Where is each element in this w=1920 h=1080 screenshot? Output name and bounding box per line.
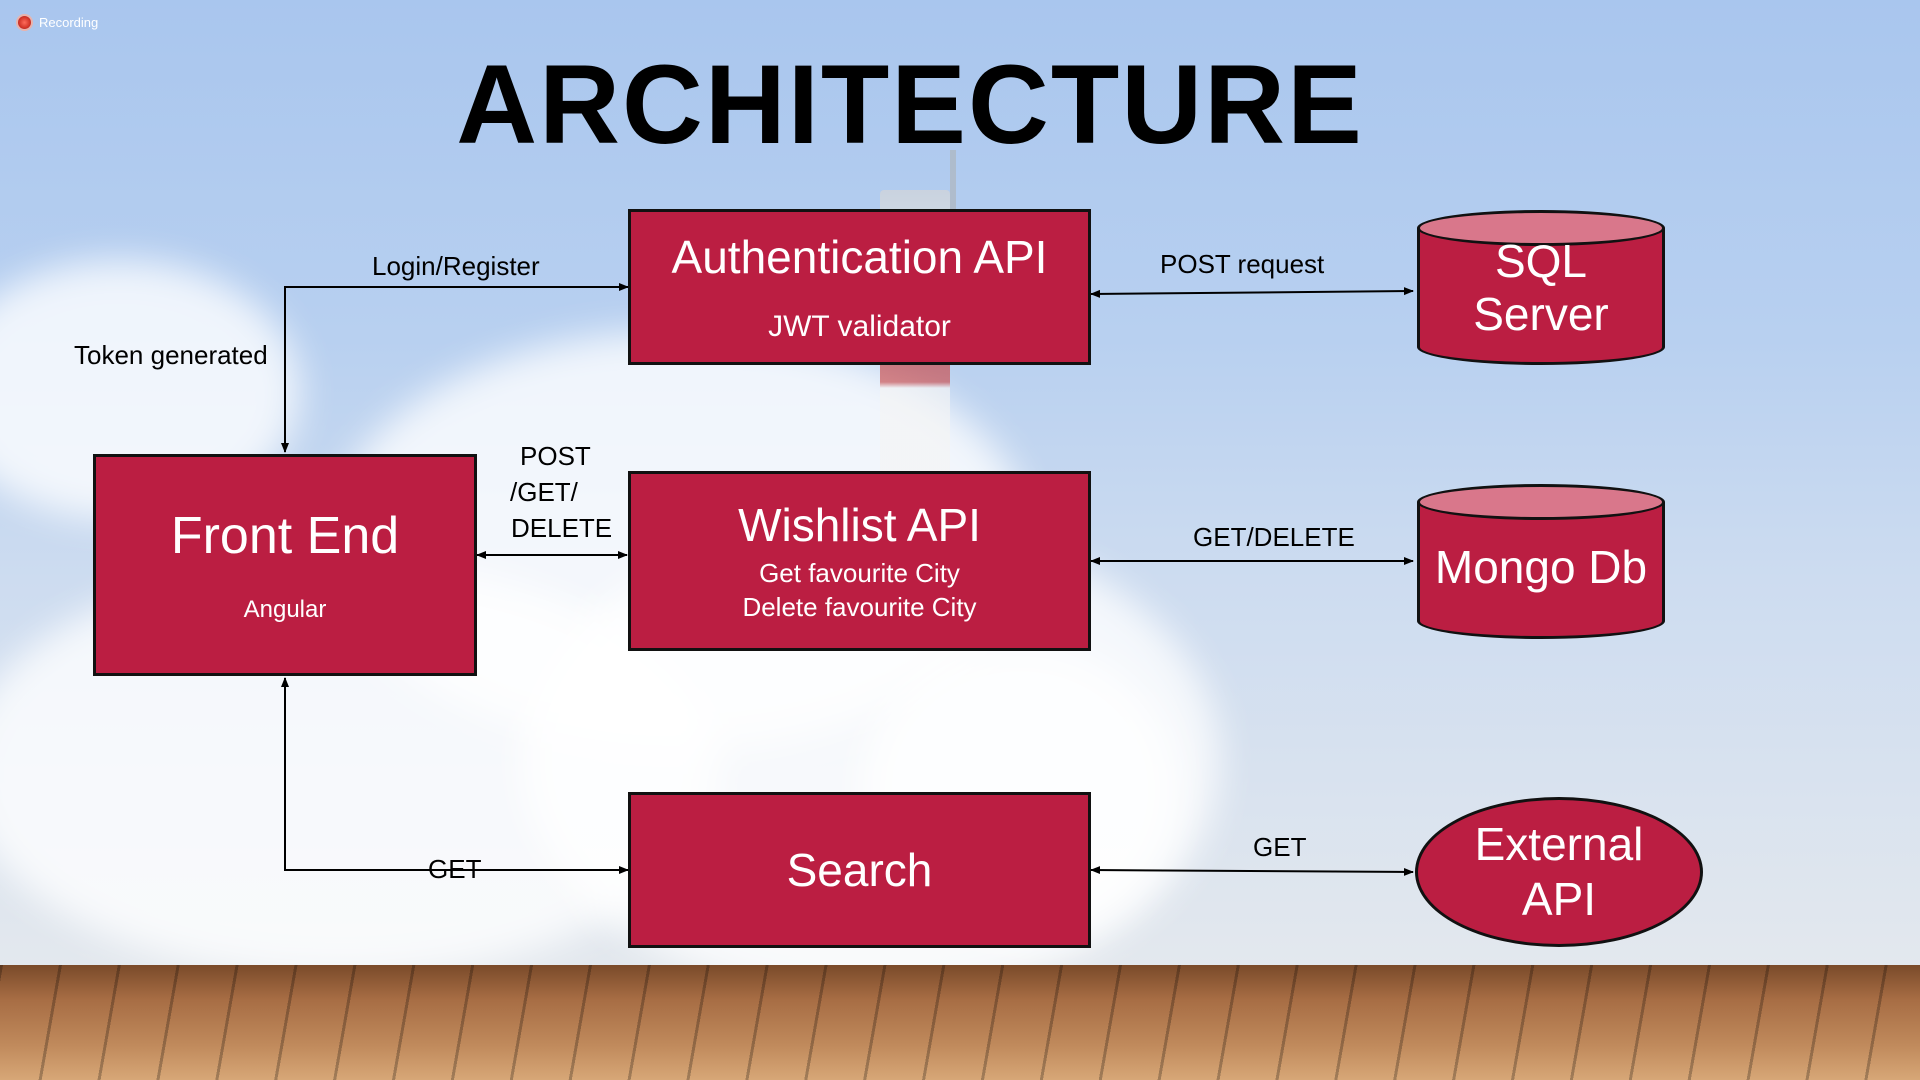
sql-server-line1: SQL [1494,234,1588,287]
sql-server-node: SQL Server [1417,210,1665,365]
get-search-label: GET [428,854,482,884]
sql-server-label: SQL Server [1417,228,1665,347]
delete-label: DELETE [511,513,613,543]
sql-server-line2: Server [1473,287,1609,340]
get-delete-label: GET/DELETE [1193,522,1355,552]
wishlist-api-node: Wishlist API Get favourite City Delete f… [628,471,1091,651]
antenna [950,150,956,220]
wishlist-line-delete: Delete favourite City [742,592,977,622]
get-label: /GET/ [510,477,578,507]
external-api-node: External API [1415,797,1703,947]
cylinder-top [1417,210,1665,246]
post-label: POST [520,441,591,471]
external-api-line2: API [1521,873,1597,925]
recording-indicator: Recording [18,15,98,30]
edge-frontend-auth [281,283,629,453]
cylinder-body [1417,502,1665,621]
recording-label: Recording [39,15,99,30]
angular-label: Angular [243,596,327,623]
wishlist-line-get: Get favourite City [759,558,960,588]
mongo-db-label: Mongo Db [1434,541,1648,594]
search-title: Search [786,844,933,896]
authentication-api-title: Authentication API [671,231,1048,283]
edge-search-external [1090,866,1414,876]
mongo-db-node: Mongo Db [1417,484,1665,639]
post-request-label: POST request [1160,249,1325,279]
cylinder-body [1417,228,1665,347]
wishlist-api-title: Wishlist API [738,499,981,551]
external-api-line1: External [1474,817,1644,870]
jwt-validator-label: JWT validator [768,310,951,343]
authentication-api-node: Authentication API JWT validator [628,209,1091,365]
get-external-label: GET [1253,832,1307,862]
token-generated-label: Token generated [74,340,268,370]
edge-auth-sql [1090,287,1414,298]
front-end-title: Front End [170,507,400,565]
slide-title: ARCHITECTURE [456,42,1364,167]
cylinder-top [1417,484,1665,520]
search-node: Search [628,792,1091,948]
wooden-floor [0,965,1920,1080]
login-register-label: Login/Register [372,251,540,281]
front-end-node: Front End Angular [93,454,477,676]
edge-frontend-search [281,677,629,874]
record-icon [18,16,31,29]
